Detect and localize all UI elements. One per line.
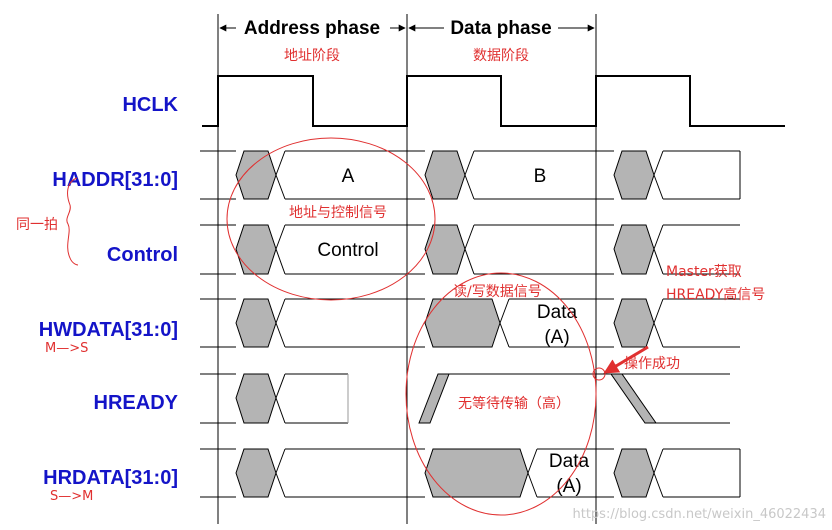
addr-ctrl-circle <box>226 137 436 301</box>
hrdata-transition-2 <box>424 448 529 498</box>
success-point-circle <box>592 367 606 381</box>
note-master-line2: HREADY高信号 <box>666 286 765 303</box>
note-addr-ctrl: 地址与控制信号 <box>289 205 387 221</box>
watermark: https://blog.csdn.net/weixin_46022434 <box>572 507 826 522</box>
hready-waveform <box>200 373 730 424</box>
data-circle <box>405 272 597 516</box>
haddr-transition-1 <box>235 150 277 200</box>
data-phase-note: 数据阶段 <box>473 48 529 64</box>
hrdata-value-line1: Data <box>549 451 590 472</box>
label-haddr: HADDR[31:0] <box>52 169 178 191</box>
note-rw-data: 读/写数据信号 <box>453 283 542 300</box>
note-m-to-s: M—>S <box>45 341 88 356</box>
hready-rise <box>418 373 450 424</box>
haddr-bus <box>200 150 741 200</box>
success-arrow <box>603 345 649 374</box>
hrdata-transition-3 <box>613 448 655 498</box>
haddr-transition-2 <box>424 150 466 200</box>
hwdata-bus <box>200 298 740 348</box>
address-phase-note: 地址阶段 <box>284 48 340 64</box>
haddr-transition-3 <box>613 150 655 200</box>
hready-transition-1 <box>235 373 277 424</box>
hready-fall <box>610 373 657 424</box>
haddr-value-a: A <box>342 166 355 187</box>
control-transition-2 <box>424 224 466 275</box>
hrdata-bus <box>200 448 741 498</box>
note-master-line1: Master获取 <box>666 264 742 280</box>
label-control: Control <box>107 244 178 266</box>
hrdata-transition-1 <box>235 448 277 498</box>
control-bus <box>200 224 740 275</box>
hclk-waveform <box>202 75 785 127</box>
control-value: Control <box>317 240 378 261</box>
hwdata-value-line2: (A) <box>544 327 569 348</box>
note-same-beat: 同一拍 <box>16 217 58 233</box>
label-hwdata: HWDATA[31:0] <box>39 319 178 341</box>
control-transition-3 <box>613 224 655 275</box>
address-phase-title: Address phase <box>244 18 380 39</box>
control-transition-1 <box>235 224 277 275</box>
hwdata-transition-3 <box>613 298 655 348</box>
note-success: 操作成功 <box>624 356 680 372</box>
note-s-to-m: S—>M <box>50 489 93 504</box>
label-hrdata: HRDATA[31:0] <box>43 467 178 489</box>
label-hready: HREADY <box>94 392 179 414</box>
hrdata-value-line2: (A) <box>556 476 581 497</box>
hwdata-transition-1 <box>235 298 277 348</box>
same-beat-bracket <box>66 177 79 266</box>
haddr-value-b: B <box>534 166 547 187</box>
label-hclk: HCLK <box>122 94 178 116</box>
note-no-wait: 无等待传输（高） <box>458 395 570 412</box>
data-phase-title: Data phase <box>450 18 551 39</box>
